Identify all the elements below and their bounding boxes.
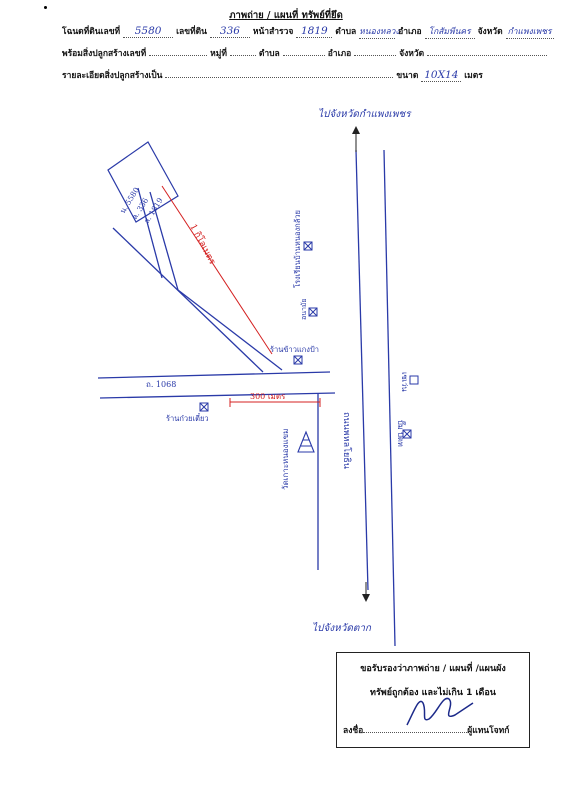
size-value: 10X14 (424, 69, 459, 81)
mart-label: เซเว่น (400, 372, 409, 392)
rice-shop-marker (293, 355, 303, 365)
moo-label: หมู่ที่ (210, 49, 227, 59)
land-number: 336 (219, 25, 240, 37)
signature-mark (406, 697, 474, 726)
page-title: ภาพถ่าย / แผนที่ ทรัพย์ที่ยึด (229, 10, 343, 21)
deed-row: โฉนดที่ดินเลขที่ 5580 เลขที่ดิน 336 หน้า… (62, 24, 554, 39)
corner-mark (44, 6, 47, 9)
province-label: จังหวัด (477, 27, 503, 37)
detail-label: รายละเอียดสิ่งปลูกสร้างเป็น (62, 71, 163, 81)
sign-role: ผู้แทนโจทก์ (467, 726, 510, 736)
unit-label: เมตร (464, 71, 483, 81)
detail-row: รายละเอียดสิ่งปลูกสร้างเป็น ขนาด 10X14 เ… (62, 68, 483, 82)
shop-left-marker (199, 402, 209, 412)
soi-edge-right (177, 289, 283, 371)
road-1068-label: ถ. 1068 (146, 380, 176, 389)
cert-line-2: ทรัพย์ถูกต้อง และไม่เกิน 1 เดือน (370, 688, 496, 698)
health-label: อนามัย (300, 298, 308, 320)
main-road-edge-right (383, 149, 396, 647)
temple-marker (297, 430, 315, 453)
school-label: โรงเรียนบ้านหนองกล้วย (293, 210, 302, 288)
rice-shop-label: ร้านข้าวแกงป้า (270, 345, 319, 354)
certification-box: ขอรับรองว่าภาพถ่าย / แผนที่ /แผนผัง ทรัพ… (336, 652, 530, 748)
cert-signature-line: ลงชื่อ ผู้แทนโจทก์ (343, 723, 509, 737)
tambon2-label: ตำบล (258, 49, 280, 59)
deed-label: โฉนดที่ดินเลขที่ (62, 27, 121, 37)
survey-label: หน้าสำรวจ (252, 27, 294, 37)
size-label: ขนาด (396, 71, 419, 81)
north-destination-label: ไปจังหวัดกำแพงเพชร (318, 108, 412, 120)
soi-stub-a (137, 187, 163, 279)
health-marker (308, 307, 318, 317)
amphoe-value: โกสัมพีนคร (428, 27, 471, 37)
province-value: กำแพงเพชร (507, 27, 552, 37)
sign-label: ลงชื่อ (343, 726, 364, 736)
main-road-edge-left (355, 149, 369, 591)
school-marker (303, 241, 313, 251)
temple-label: วัดเกาะหนองแขม (281, 429, 290, 490)
horiz-distance-label: 300 เมตร (250, 392, 286, 401)
diag-distance-label: 1 กิโลเมตร (187, 222, 217, 266)
parcel-box (107, 141, 179, 223)
soi-stub-b (149, 191, 179, 291)
province2-label: จังหวัด (399, 49, 425, 59)
north-arrow-head (352, 126, 360, 134)
south-arrow-head (362, 594, 370, 602)
main-road-label: ถนนพหลโยธิน (341, 412, 352, 469)
building-label: พร้อมสิ่งปลูกสร้างเลขที่ (62, 49, 147, 59)
building-row: พร้อมสิ่งปลูกสร้างเลขที่ หมู่ที่ ตำบล อำ… (62, 46, 548, 60)
cert-line-1: ขอรับรองว่าภาพถ่าย / แผนที่ /แผนผัง (360, 664, 506, 674)
shop-left-label: ร้านก๋วยเตี๋ยว (166, 413, 209, 423)
road-1068-edge-top (97, 371, 331, 379)
gas-marker (402, 429, 412, 439)
tambon-value: หนองหลวง (359, 27, 400, 37)
amphoe2-label: อำเภอ (327, 49, 352, 59)
mart-marker (409, 375, 419, 385)
gas-label: ปั๊ม ปตท (396, 420, 406, 447)
tambon-label: ตำบล (335, 27, 357, 37)
amphoe-label: อำเภอ (398, 27, 422, 37)
diag-distance-line (161, 185, 273, 355)
south-destination-label: ไปจังหวัดตาก (312, 622, 372, 634)
land-label: เลขที่ดิน (176, 27, 207, 37)
road-1068-edge-bottom (99, 392, 336, 399)
survey-number: 1819 (300, 25, 328, 37)
deed-number: 5580 (134, 25, 162, 37)
soi-edge-left (112, 227, 264, 373)
